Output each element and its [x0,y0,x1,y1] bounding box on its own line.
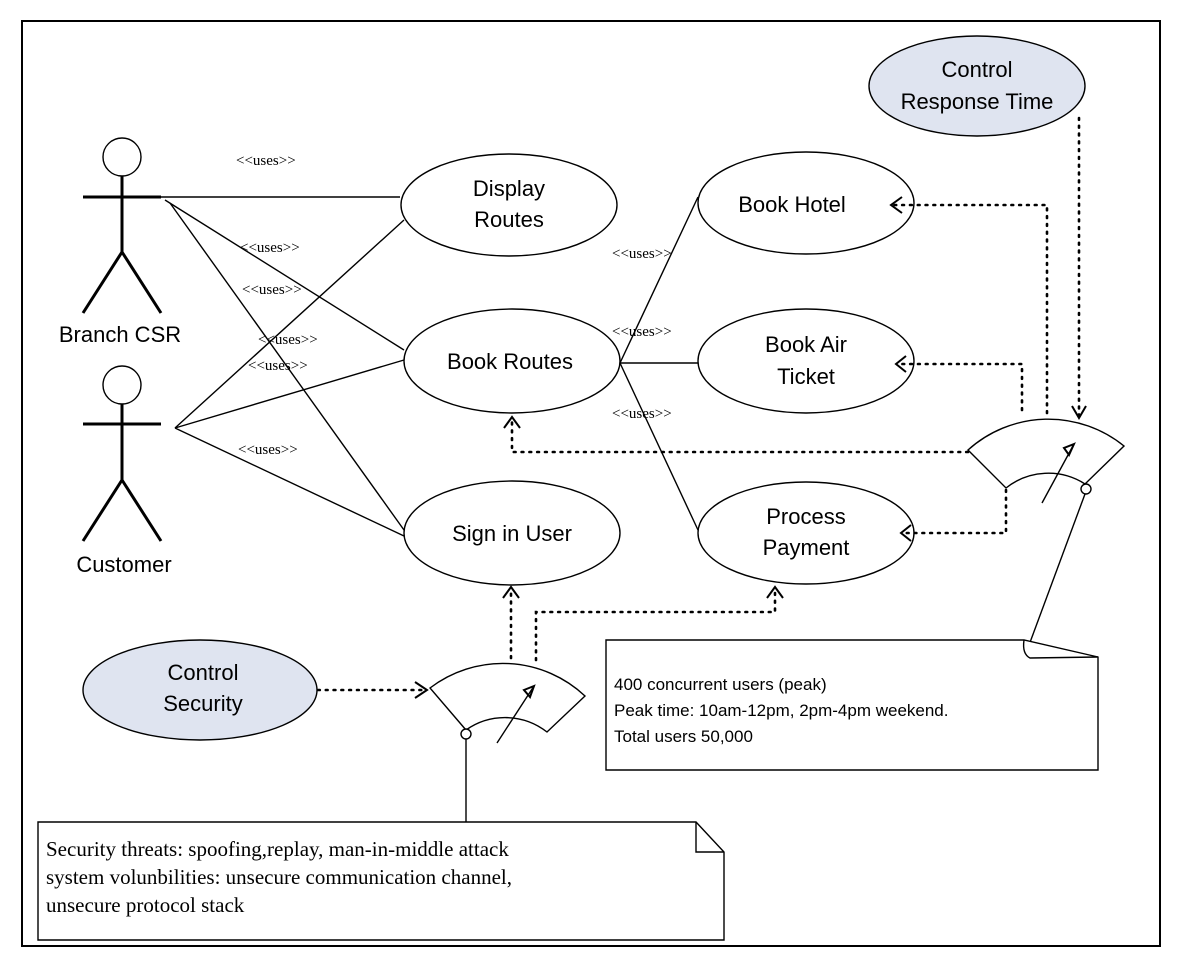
uses-label: <<uses>> [236,153,296,169]
use-case-label: Display [473,176,545,201]
use-case-label: Payment [763,535,850,560]
control-symbol-security [428,662,587,744]
nfr-label: Response Time [901,89,1054,114]
note-line: system volunbilities: unsecure communica… [46,865,512,889]
nfr-ellipse [82,639,318,741]
assoc-bookroutes-hotel [619,196,699,364]
use-case-book-routes[interactable]: Book Routes [403,308,621,414]
actor-customer: Customer [76,365,172,577]
use-case-label: Routes [474,207,544,232]
uses-label: <<uses>> [612,406,672,422]
actor-head [102,137,142,177]
uses-label: <<uses>> [248,358,308,374]
actor-head [102,365,142,405]
diagram-frame [21,20,1161,947]
uses-label: <<uses>> [242,282,302,298]
uses-label: <<uses>> [238,442,298,458]
assoc-customer-bookroutes [174,359,405,429]
uses-label: <<uses>> [612,324,672,340]
uses-label: <<uses>> [258,332,318,348]
nfr-control-security[interactable]: Control Security [82,639,318,741]
use-case-label: Book Air [765,332,847,357]
note-line: Total users 50,000 [614,727,753,746]
actor-branch-csr: Branch CSR [59,137,181,347]
note-line: Security threats: spoofing,replay, man-i… [46,837,509,861]
assoc-csr-bookroutes [164,199,405,351]
nfr-control-response-time[interactable]: Control Response Time [868,35,1086,137]
use-case-label: Book Hotel [738,192,846,217]
nfr-label: Control [168,660,239,685]
uses-labels: <<uses>> <<uses>> <<uses>> <<uses>> <<us… [236,153,672,458]
use-case-book-air-ticket[interactable]: Book Air Ticket [697,308,915,414]
nfr-label: Control [942,57,1013,82]
use-case-process-payment[interactable]: Process Payment [697,481,915,585]
nfr-ellipse [868,35,1086,137]
use-case-sign-in-user[interactable]: Sign in User [403,480,621,586]
uses-label: <<uses>> [240,240,300,256]
note-line: unsecure protocol stack [46,893,245,917]
use-case-display-routes[interactable]: Display Routes [400,153,618,257]
note-line: Peak time: 10am-12pm, 2pm-4pm weekend. [614,701,949,720]
note-security: Security threats: spoofing,replay, man-i… [37,739,725,941]
use-case-label: Book Routes [447,349,573,374]
association-lines [160,196,699,537]
use-case-label: Process [766,504,845,529]
dependency-lines [316,116,1087,699]
nfr-label: Security [163,691,242,716]
assoc-customer-signin [174,427,405,537]
uses-label: <<uses>> [612,246,672,262]
note-performance: 400 concurrent users (peak) Peak time: 1… [605,493,1099,771]
assoc-bookroutes-payment [619,362,699,531]
assoc-csr-signin [169,202,405,531]
actor-label: Branch CSR [59,322,181,347]
control-symbol-response-time [966,418,1126,504]
use-case-label: Sign in User [452,521,572,546]
actor-label: Customer [76,552,171,577]
use-case-label: Ticket [777,364,835,389]
assoc-customer-display [174,219,405,429]
note-line: 400 concurrent users (peak) [614,675,827,694]
use-case-book-hotel[interactable]: Book Hotel [697,151,915,255]
